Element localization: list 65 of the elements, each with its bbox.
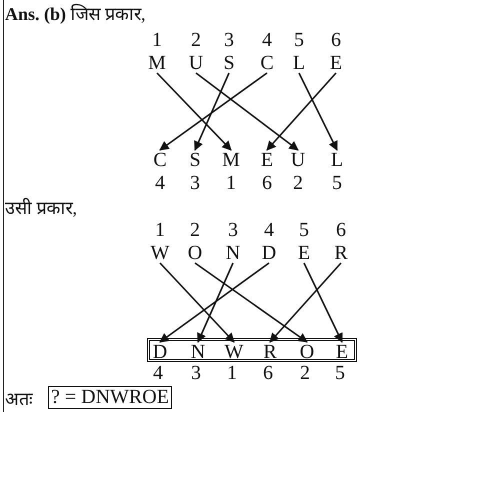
arrow <box>196 72 299 151</box>
letter: O <box>296 343 318 361</box>
position-number: 3 <box>223 31 235 49</box>
note-text: अतः <box>5 388 33 410</box>
arrow <box>159 262 235 343</box>
position-number: 3 <box>189 174 201 192</box>
arrow <box>159 262 270 343</box>
arrow <box>159 72 268 151</box>
position-number: 2 <box>190 31 202 49</box>
position-number: 1 <box>154 221 166 239</box>
position-number: 3 <box>190 364 202 382</box>
letter: M <box>220 151 242 169</box>
position-number: 6 <box>330 31 342 49</box>
letter: O <box>184 244 206 262</box>
letter: L <box>326 151 348 169</box>
letter: U <box>185 54 207 72</box>
answer-box: ? = DNWROE <box>48 386 172 409</box>
answer-frame <box>147 338 357 362</box>
letter: M <box>146 54 168 72</box>
letter: E <box>325 54 347 72</box>
letter: S <box>218 54 240 72</box>
arrow <box>156 72 232 151</box>
position-number: 5 <box>331 174 343 192</box>
letter: W <box>149 244 171 262</box>
arrow <box>298 72 338 151</box>
letter: D <box>258 244 280 262</box>
arrow <box>303 262 343 343</box>
position-number: 6 <box>261 174 273 192</box>
position-number: 6 <box>335 221 347 239</box>
letter: E <box>256 151 278 169</box>
letter: E <box>293 244 315 262</box>
letter: W <box>223 343 245 361</box>
letter: R <box>330 244 352 262</box>
position-number: 2 <box>189 221 201 239</box>
letter: L <box>288 54 310 72</box>
letter: C <box>256 54 278 72</box>
letter: E <box>331 343 353 361</box>
position-number: 6 <box>262 364 274 382</box>
letter: U <box>287 151 309 169</box>
letter: R <box>259 343 281 361</box>
letter: N <box>222 244 244 262</box>
note-text: उसी प्रकार, <box>5 197 77 219</box>
arrow <box>266 72 337 151</box>
position-number: 1 <box>225 174 237 192</box>
position-number: 4 <box>152 364 164 382</box>
answer-heading: Ans. (b) जिस प्रकार, <box>5 3 146 25</box>
letter: C <box>149 151 171 169</box>
arrow <box>194 262 308 343</box>
position-number: 2 <box>292 174 304 192</box>
letter: N <box>187 343 209 361</box>
position-number: 2 <box>299 364 311 382</box>
position-number: 1 <box>226 364 238 382</box>
letter: D <box>149 343 171 361</box>
position-number: 5 <box>298 221 310 239</box>
arrow <box>269 262 342 343</box>
position-number: 3 <box>227 221 239 239</box>
position-number: 5 <box>334 364 346 382</box>
arrow <box>197 262 234 343</box>
position-number: 4 <box>261 31 273 49</box>
letter: S <box>184 151 206 169</box>
position-number: 4 <box>263 221 275 239</box>
position-number: 4 <box>154 174 166 192</box>
position-number: 1 <box>151 31 163 49</box>
position-number: 5 <box>293 31 305 49</box>
arrow <box>194 72 230 151</box>
